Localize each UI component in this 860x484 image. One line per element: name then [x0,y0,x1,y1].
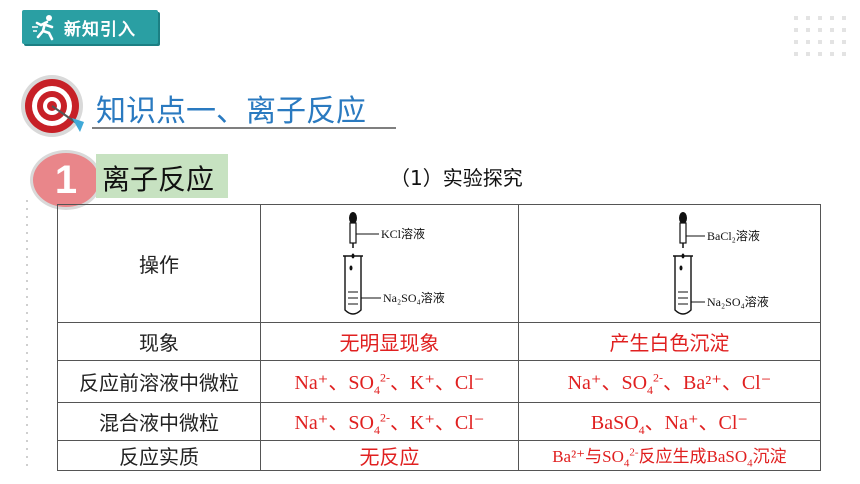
particles-mixed-kcl: Na⁺、SO42-、K⁺、Cl⁻ [260,402,519,441]
table-row-before: 反应前溶液中微粒 Na⁺、SO42-、K⁺、Cl⁻ Na⁺、SO42-、Ba²⁺… [57,360,822,403]
apparatus-cell-bacl2: BaCl₂溶液 Na₂SO₄溶液 [517,204,822,323]
bottom-reagent-label: Na₂SO₄溶液 [707,294,769,309]
row-header: 反应前溶液中微粒 [57,360,261,403]
runner-icon [32,15,54,41]
phenomenon-kcl: 无明显现象 [260,322,519,361]
bottom-reagent-label: Na₂SO₄溶液 [383,290,445,305]
title-underline [92,127,396,129]
section-title: 离子反应 [102,163,215,196]
top-reagent-label: BaCl₂溶液 [707,228,760,243]
row-header: 反应实质 [57,440,261,471]
banner-label: 新知引入 [64,19,136,40]
row-header: 混合液中微粒 [57,402,261,441]
section-title-box: 离子反应 [96,154,228,198]
table-row-essence: 反应实质 无反应 Ba²⁺与SO42-反应生成BaSO4沉淀 [57,440,822,471]
knowledge-point-title: 知识点一、离子反应 [96,94,366,129]
particles-before-bacl2: Na⁺、SO42-、Ba²⁺、Cl⁻ [517,360,822,403]
dropper-test-tube-icon: BaCl₂溶液 Na₂SO₄溶液 [673,211,769,315]
phenomenon-bacl2: 产生白色沉淀 [517,322,822,361]
table-row-mixed: 混合液中微粒 Na⁺、SO42-、K⁺、Cl⁻ BaSO4、Na⁺、Cl⁻ [57,402,822,441]
section-number-badge: 1 [30,150,102,210]
essence-bacl2: Ba²⁺与SO42-反应生成BaSO4沉淀 [517,440,822,471]
table-row-operation: 操作 KCl溶液 Na₂SO₄溶液 [57,204,822,323]
particles-mixed-bacl2: BaSO4、Na⁺、Cl⁻ [517,402,822,441]
experiment-title: （1）实验探究 [390,166,523,190]
row-header: 操作 [57,204,261,323]
section-banner: 新知引入 [22,10,158,44]
dropper-test-tube-icon: KCl溶液 Na₂SO₄溶液 [343,211,445,315]
table-row-phenomenon: 现象 无明显现象 产生白色沉淀 [57,322,822,361]
dotted-line-decoration [26,200,28,470]
apparatus-cell-kcl: KCl溶液 Na₂SO₄溶液 [260,204,519,323]
experiment-table: 操作 KCl溶液 Na₂SO₄溶液 [57,204,822,471]
essence-kcl: 无反应 [260,440,519,471]
target-icon [21,75,84,137]
section-number: 1 [54,157,78,202]
particles-before-kcl: Na⁺、SO42-、K⁺、Cl⁻ [260,360,519,403]
row-header: 现象 [57,322,261,361]
top-reagent-label: KCl溶液 [381,226,425,241]
dot-grid-decoration [794,16,846,56]
